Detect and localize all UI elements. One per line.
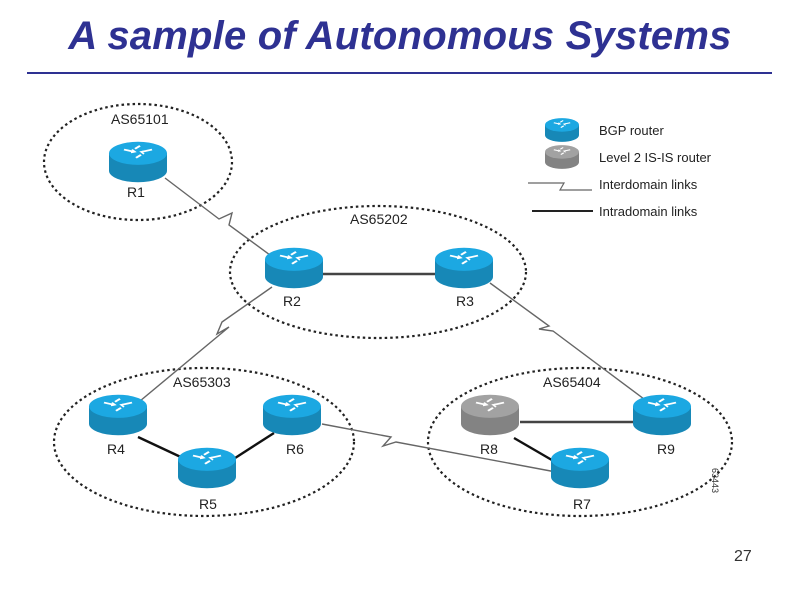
link-r3-r9[interactable] xyxy=(489,282,653,406)
legend: BGP router Level 2 IS-IS router Interdom… xyxy=(528,118,712,219)
as-boundary xyxy=(228,204,528,340)
slide-title: A sample of Autonomous Systems xyxy=(68,14,732,58)
router-r3-bgp-router-icon[interactable] xyxy=(435,247,493,289)
router-r5-bgp-router-icon[interactable] xyxy=(178,447,236,489)
figure-id: 63443 xyxy=(710,468,720,493)
router-label: R8 xyxy=(480,441,498,457)
router-label: R7 xyxy=(573,496,591,512)
link-r2-r4[interactable] xyxy=(127,286,273,412)
as-boundary xyxy=(42,102,234,222)
legend-label: BGP router xyxy=(599,123,664,138)
as-group-as65101: AS65101 xyxy=(42,102,234,222)
as-label: AS65101 xyxy=(111,111,169,127)
interdomain-link-icon xyxy=(528,182,592,191)
as-boundary xyxy=(52,366,356,518)
router-r9-bgp-router-icon[interactable] xyxy=(633,394,691,436)
link-r5-r6[interactable] xyxy=(231,431,275,462)
legend-label: Intradomain links xyxy=(599,204,698,219)
as-label: AS65303 xyxy=(173,374,231,390)
router-label: R1 xyxy=(127,184,145,200)
as-group-as65303: AS65303 xyxy=(52,366,356,518)
as-group-as65202: AS65202 xyxy=(228,204,528,340)
router-label: R6 xyxy=(286,441,304,457)
as-label: AS65404 xyxy=(543,374,601,390)
link-r6-r7[interactable] xyxy=(321,423,557,473)
legend-label: Interdomain links xyxy=(599,177,698,192)
router-label: R9 xyxy=(657,441,675,457)
router-r7-bgp-router-icon[interactable] xyxy=(551,447,609,489)
isis-router-icon xyxy=(545,145,579,169)
link-r1-r2[interactable] xyxy=(164,177,286,267)
router-label: R3 xyxy=(456,293,474,309)
router-label: R5 xyxy=(199,496,217,512)
as-label: AS65202 xyxy=(350,211,408,227)
page-number: 27 xyxy=(734,548,752,565)
router-label: R2 xyxy=(283,293,301,309)
legend-label: Level 2 IS-IS router xyxy=(599,150,712,165)
as-boundary xyxy=(426,366,734,518)
title-underline xyxy=(27,72,772,74)
bgp-router-icon xyxy=(545,118,579,142)
links xyxy=(127,177,653,473)
routers xyxy=(89,141,691,489)
router-label: R4 xyxy=(107,441,125,457)
router-r2-bgp-router-icon[interactable] xyxy=(265,247,323,289)
link-r8-r7[interactable] xyxy=(513,436,558,465)
as-group-as65404: AS65404 xyxy=(426,366,734,518)
router-labels: R1 R2 R3 R4 R5 R6 R7 R8 R9 xyxy=(107,184,675,512)
link-r4-r5[interactable] xyxy=(137,435,186,461)
router-r4-bgp-router-icon[interactable] xyxy=(89,394,147,436)
router-r8-isis-router-icon[interactable] xyxy=(461,394,519,436)
router-r1-bgp-router-icon[interactable] xyxy=(109,141,167,183)
router-r6-bgp-router-icon[interactable] xyxy=(263,394,321,436)
